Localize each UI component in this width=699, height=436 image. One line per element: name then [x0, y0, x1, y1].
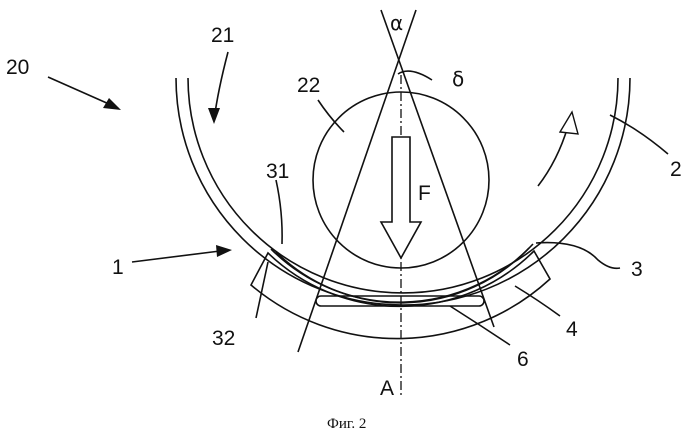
label-22: 22 [297, 74, 320, 97]
leader-1-arrowhead [216, 245, 232, 257]
label-delta: δ [452, 67, 464, 91]
label-31: 31 [266, 160, 289, 183]
leader-delta [398, 71, 432, 80]
label-2: 2 [670, 158, 682, 181]
leader-20-arrowhead [103, 98, 121, 110]
label-alpha: α [390, 11, 403, 35]
label-6: 6 [517, 348, 529, 371]
label-21: 21 [211, 24, 234, 47]
leader-31 [276, 180, 282, 244]
rotation-arrow-head [560, 112, 578, 134]
rotation-arrow-shaft [538, 126, 568, 186]
leader-6 [450, 306, 510, 345]
label-20: 20 [6, 56, 29, 79]
figure-caption: Фиг. 2 [327, 416, 366, 432]
label-force: F [418, 182, 431, 205]
label-32: 32 [212, 327, 235, 350]
label-axis: A [380, 377, 394, 400]
label-1: 1 [112, 256, 124, 279]
leader-3 [536, 243, 620, 269]
label-4: 4 [566, 318, 578, 341]
leader-1 [132, 251, 220, 262]
force-arrow [381, 137, 421, 258]
label-3: 3 [631, 258, 643, 281]
leader-21-arrowhead [208, 108, 220, 124]
